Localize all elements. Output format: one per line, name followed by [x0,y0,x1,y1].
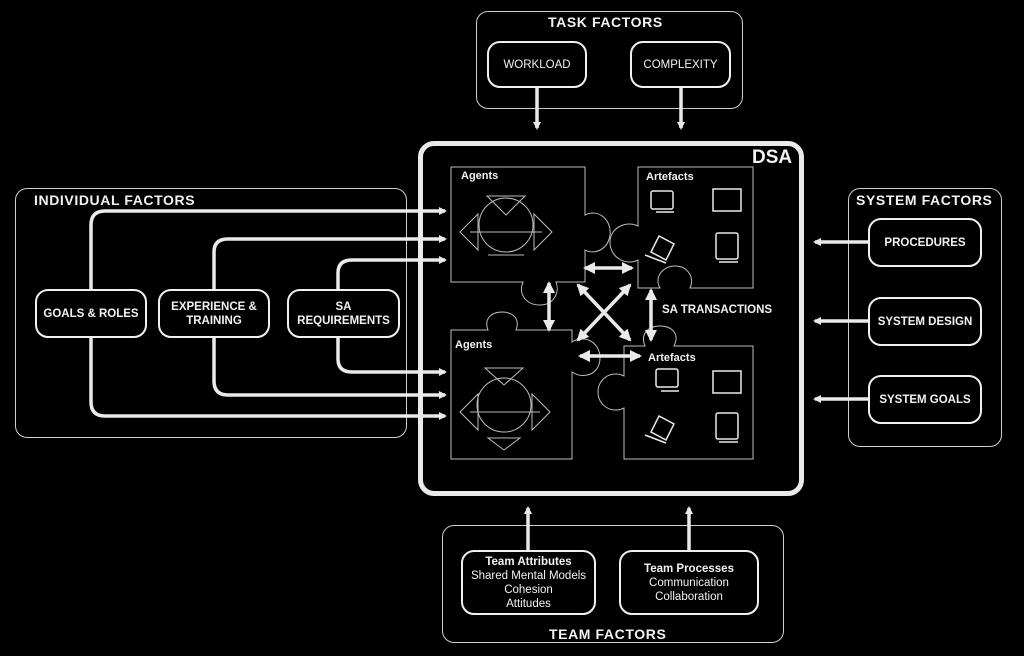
goals-roles-top-connector [89,207,447,289]
team-process-item: Communication [649,576,729,589]
monitor-icon-bottom [655,368,742,443]
team-attribute-item: Shared Mental Models [470,569,587,582]
team-attributes-box: Team Attributes Shared Mental Models Coh… [461,550,596,615]
system-design-box: SYSTEM DESIGN [868,297,982,346]
complexity-box: COMPLEXITY [630,41,731,88]
experience-training-box: EXPERIENCE &TRAINING [158,289,270,338]
laptop-icon [644,234,675,264]
sa-req-bottom-connector [336,338,447,376]
agent-diagram-top [459,195,553,256]
task-arrows [533,88,685,130]
puzzle-agents-bottom [450,311,601,460]
individual-factors-group [15,188,407,438]
monitor-icon [650,188,742,263]
system-goals-box: SYSTEM GOALS [868,375,982,424]
team-arrows [524,506,693,550]
agent-diagram-bottom [459,367,551,451]
individual-factors-title: INDIVIDUAL FACTORS [34,192,196,208]
individual-connectors [89,207,447,420]
experience-line1: EXPERIENCE & [171,300,257,313]
dsa-title: DSA [752,147,793,168]
sa-requirements-line1: SA [335,300,352,313]
experience-top-connector [212,235,447,289]
sa-transactions-label: SA TRANSACTIONS [662,304,773,316]
team-factors-title: TEAM FACTORS [549,626,667,642]
artefacts-top-label: Artefacts [646,171,694,183]
transaction-arrow-diag2 [576,283,632,342]
procedures-box: PROCEDURES [868,218,982,267]
team-process-item: Collaboration [655,590,723,603]
workload-box: WORKLOAD [487,41,587,88]
agents-top-label: Agents [461,170,499,182]
system-arrows [813,238,868,403]
artefacts-bottom-label: Artefacts [648,352,696,364]
agents-bottom-label: Agents [455,339,493,351]
experience-bottom-connector [212,338,447,399]
team-attributes-heading: Team Attributes [485,555,572,568]
system-factors-title: SYSTEM FACTORS [856,192,993,208]
laptop-icon-bottom [644,414,675,444]
goals-roles-bottom-connector [89,338,447,420]
team-processes-heading: Team Processes [644,562,734,575]
team-attribute-item: Cohesion [504,583,553,596]
sa-req-top-connector [336,256,447,289]
team-processes-box: Team Processes Communication Collaborati… [619,550,759,615]
experience-line2: TRAINING [186,314,242,327]
team-factors-group [442,525,784,643]
goals-roles-box: GOALS & ROLES [35,289,147,338]
puzzle-artefacts-top [609,166,754,289]
dsa-frame [418,141,804,496]
task-factors-group [476,11,743,109]
sa-requirements-line2: REQUIREMENTS [297,314,390,327]
task-factors-title: TASK FACTORS [548,14,663,30]
system-factors-group [848,188,1002,447]
team-attribute-item: Attitudes [506,597,551,610]
sa-transaction-arrows [543,262,657,362]
